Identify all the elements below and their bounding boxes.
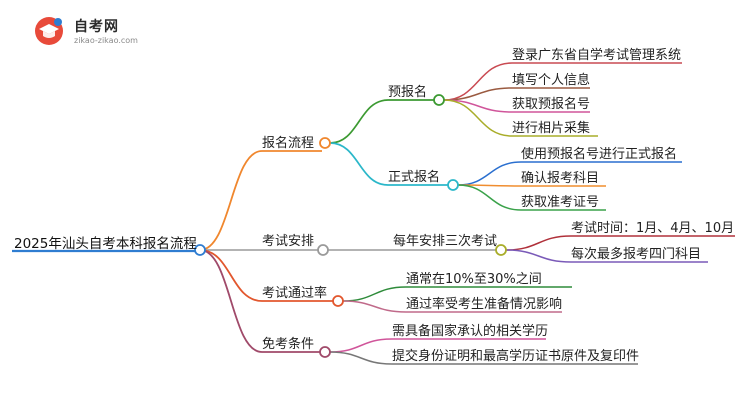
- leaf-pass-rate-range: 通常在10%至30%之间: [406, 272, 542, 287]
- edge-4: [199, 249, 263, 353]
- mindmap-root: 2025年汕头自考本科报名流程: [14, 236, 197, 252]
- leaf-exam-months: 考试时间：1月、4月、10月: [571, 221, 735, 236]
- edge-29: [505, 249, 572, 263]
- leaf-get-pre-number: 获取预报名号: [512, 97, 591, 112]
- node-exam-arrangement: 考试安排: [262, 234, 315, 249]
- edge-33: [342, 300, 407, 313]
- edge-8: [329, 99, 389, 144]
- leaf-login-system: 登录广东省自学考试管理系统: [512, 48, 682, 63]
- leaf-admission-number: 获取准考证号: [521, 195, 600, 210]
- graduation-cap-icon: [35, 17, 63, 45]
- exam-node-dot: [317, 244, 329, 256]
- node-three-exams: 每年安排三次考试: [393, 234, 498, 249]
- edge-1: [199, 150, 263, 251]
- edge-3: [199, 249, 263, 302]
- leaf-exempt-documents: 提交身份证明和最高学历证书原件及复印件: [392, 349, 640, 364]
- formal-registration-node-dot: [447, 179, 459, 191]
- registration-node-dot: [319, 137, 331, 149]
- node-formal-registration: 正式报名: [388, 170, 441, 185]
- leaf-photo-capture: 进行相片采集: [512, 121, 591, 136]
- node-pass-rate: 考试通过率: [262, 286, 328, 301]
- logo-title: 自考网: [74, 19, 119, 35]
- edge-12: [443, 62, 513, 101]
- leaf-fill-info: 填写个人信息: [512, 73, 591, 88]
- leaf-exempt-degree: 需具备国家承认的相关学历: [392, 324, 549, 339]
- edge-20: [457, 161, 522, 186]
- leaf-max-subjects: 每次最多报考四门科目: [571, 247, 702, 262]
- node-pre-registration: 预报名: [388, 85, 428, 100]
- edge-35: [329, 338, 393, 353]
- edge-18: [443, 99, 513, 137]
- three-exams-node-dot: [495, 244, 507, 256]
- pass-rate-node-dot: [332, 295, 344, 307]
- node-exemption: 免考条件: [262, 337, 315, 352]
- logo-subtitle: zikao-zikao.com: [74, 36, 138, 45]
- site-logo[interactable]: 自考网 zikao-zikao.com: [34, 14, 144, 50]
- root-node-dot: [194, 244, 206, 256]
- leaf-use-pre-number: 使用预报名号进行正式报名: [521, 147, 678, 162]
- exemption-node-dot: [319, 346, 331, 358]
- edge-31: [342, 286, 407, 302]
- leaf-pass-rate-factor: 通过率受考生准备情况影响: [406, 297, 563, 312]
- pre-registration-node-dot: [433, 94, 445, 106]
- edge-37: [329, 351, 393, 365]
- node-registration-process: 报名流程: [262, 136, 315, 151]
- edge-24: [457, 184, 522, 211]
- edge-27: [505, 235, 572, 251]
- edge-9: [329, 142, 389, 186]
- leaf-confirm-subjects: 确认报考科目: [521, 171, 600, 186]
